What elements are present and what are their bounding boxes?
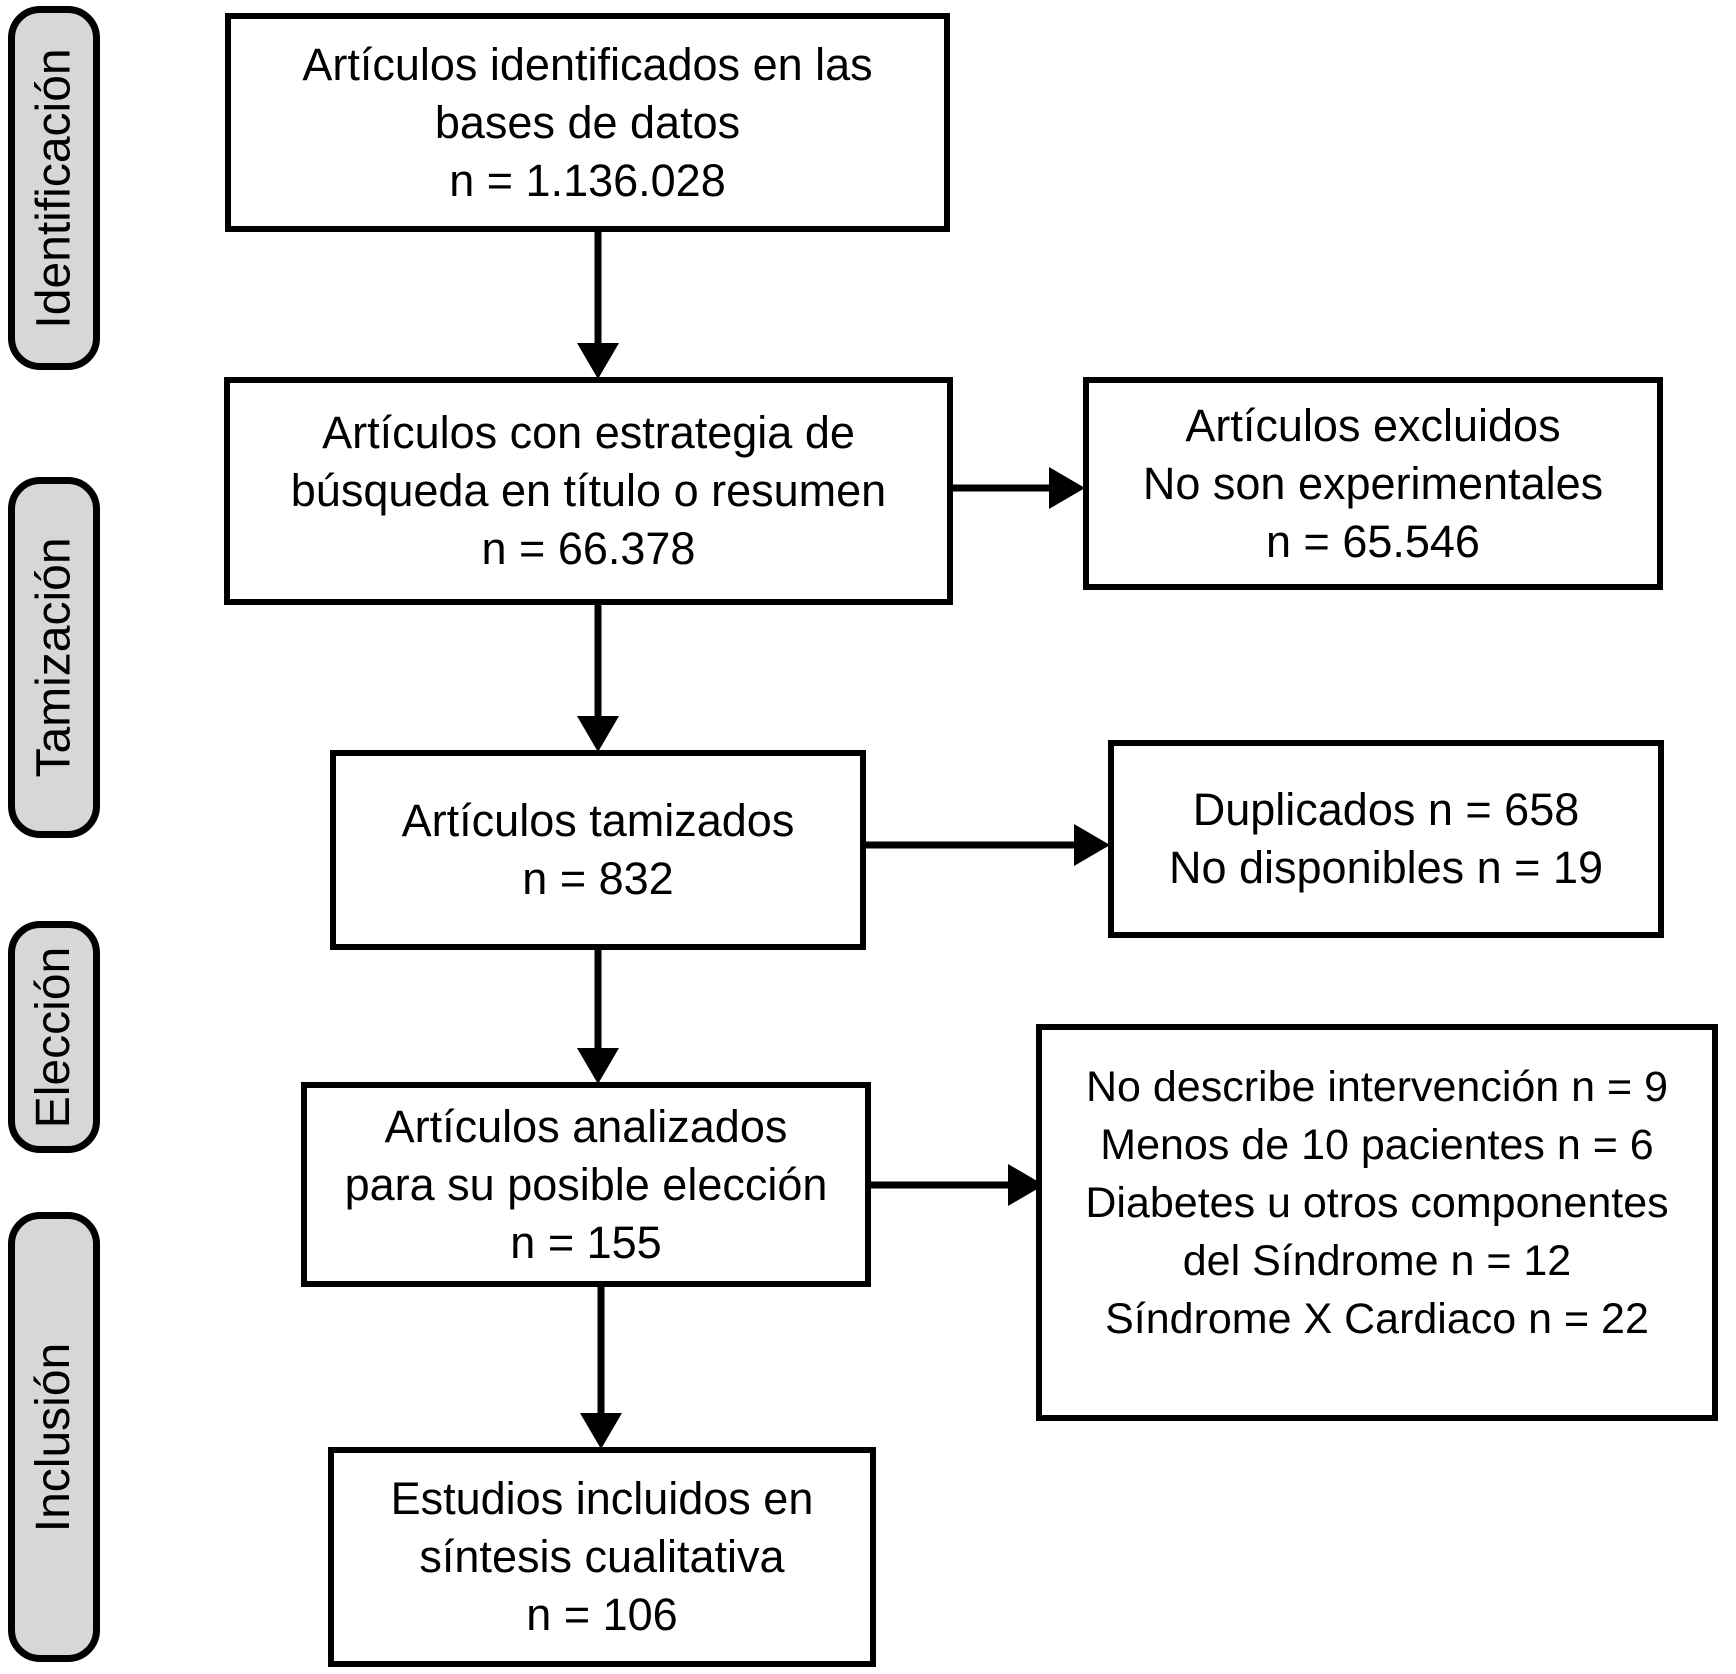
box-articles-screened: Artículos tamizados n = 832: [330, 750, 866, 950]
box-excluded-not-experimental: Artículos excluidos No son experimentale…: [1083, 377, 1663, 590]
box-line: No son experimentales: [1142, 457, 1604, 509]
box-articles-identified: Artículos identificados en las bases de …: [225, 13, 950, 232]
box-articles-analyzed: Artículos analizados para su posible ele…: [301, 1082, 871, 1287]
box-line: Síndrome X Cardiaco n = 22: [1105, 1294, 1649, 1343]
stage-label-text: Tamización: [27, 537, 81, 778]
arrow-strategy-to-screened: [577, 603, 619, 752]
box-line: bases de datos: [434, 96, 741, 148]
arrow-screened-to-duplicates: [864, 824, 1110, 866]
arrow-analyzed-to-reasons: [869, 1164, 1044, 1206]
box-line: Diabetes u otros componentes: [1085, 1178, 1669, 1227]
box-line: No disponibles n = 19: [1168, 842, 1604, 893]
stage-label-identificacion: Identificación: [8, 6, 100, 370]
box-line: para su posible elección: [344, 1158, 828, 1210]
box-line: búsqueda en título o resumen: [290, 465, 887, 516]
arrow-analyzed-to-included: [580, 1285, 622, 1449]
arrow-screened-to-analyzed: [577, 948, 619, 1084]
box-line: No describe intervención n = 9: [1085, 1062, 1669, 1111]
box-line: Artículos identificados en las: [302, 38, 873, 90]
box-line: Duplicados n = 658: [1192, 784, 1580, 835]
stage-label-inclusion: Inclusión: [8, 1212, 100, 1662]
box-line: Menos de 10 pacientes n = 6: [1100, 1120, 1654, 1169]
box-line: n = 1.136.028: [449, 154, 726, 206]
stage-label-tamizacion: Tamización: [8, 477, 100, 838]
box-line: Artículos analizados: [384, 1100, 788, 1152]
stage-label-text: Inclusión: [27, 1342, 81, 1532]
box-line: n = 155: [510, 1216, 662, 1268]
box-line: síntesis cualitativa: [419, 1531, 785, 1582]
arrow-strategy-to-excluded: [951, 467, 1085, 509]
box-studies-included: Estudios incluidos en síntesis cualitati…: [328, 1447, 876, 1667]
box-line: n = 66.378: [481, 523, 696, 574]
box-excluded-duplicates: Duplicados n = 658 No disponibles n = 19: [1108, 740, 1664, 938]
box-line: del Síndrome n = 12: [1182, 1236, 1572, 1285]
box-line: n = 65.546: [1266, 515, 1480, 567]
box-exclusion-reasons: No describe intervención n = 9 Menos de …: [1036, 1024, 1718, 1421]
stage-label-text: Identificación: [27, 47, 81, 329]
box-line: n = 832: [522, 853, 674, 904]
box-line: Estudios incluidos en: [390, 1473, 814, 1524]
arrow-identified-to-strategy: [577, 230, 619, 379]
box-articles-search-strategy: Artículos con estrategia de búsqueda en …: [224, 377, 953, 605]
box-line: Artículos con estrategia de: [322, 407, 855, 458]
stage-label-eleccion: Elección: [8, 921, 100, 1153]
box-line: Artículos tamizados: [401, 795, 795, 846]
stage-label-text: Elección: [27, 946, 81, 1128]
box-line: Artículos excluidos: [1185, 399, 1561, 451]
box-line: n = 106: [526, 1589, 678, 1640]
